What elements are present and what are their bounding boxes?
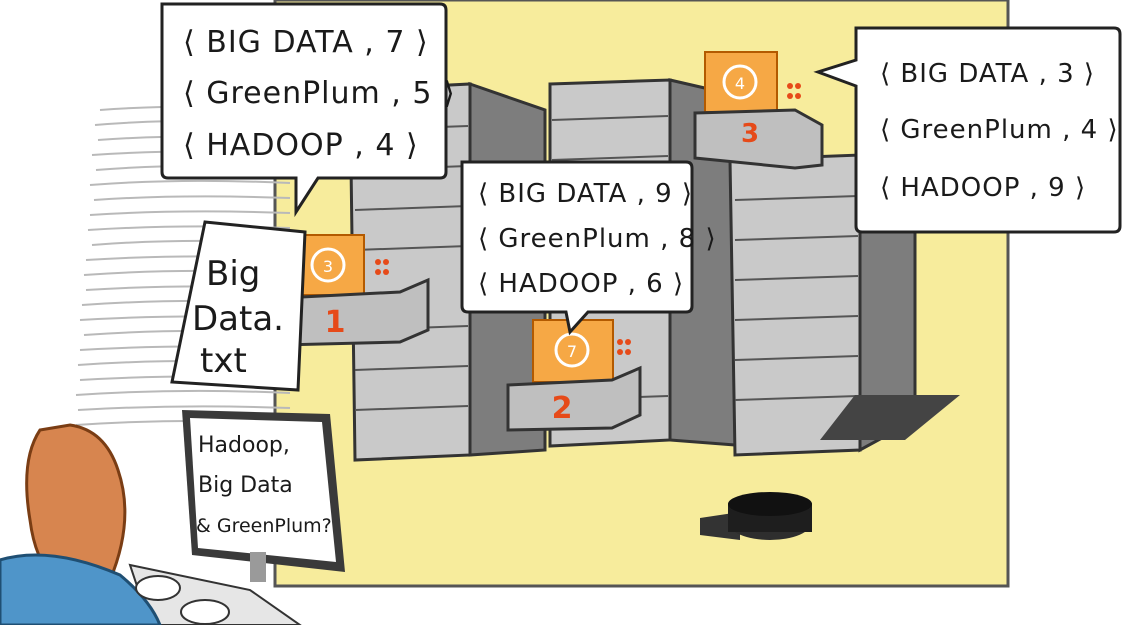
node-2: 7 2: [506, 319, 642, 432]
computer-monitor: Hadoop, Big Data & GreenPlum?: [182, 410, 345, 582]
node-3-cube-mark: 4: [735, 74, 745, 93]
file-note-line-2: Data.: [192, 299, 284, 339]
file-note: Big Data. txt: [170, 220, 307, 392]
person-at-computer: [0, 423, 230, 625]
bubble-center-line-3: ⟨ HADOOP , 6 ⟩: [478, 269, 684, 299]
bubble-left-line-1: ⟨ BIG DATA , 7 ⟩: [183, 25, 429, 60]
file-note-line-3: txt: [200, 341, 247, 381]
bubble-right-line-2: ⟨ GreenPlum , 4 ⟩: [880, 115, 1119, 145]
server-rack-3: [728, 152, 960, 457]
node-2-label: 2: [552, 391, 573, 426]
node-1-label: 1: [325, 305, 346, 340]
bubble-center-line-2: ⟨ GreenPlum , 8 ⟩: [478, 224, 717, 254]
node-2-cube-mark: 7: [567, 342, 577, 361]
bubble-right-line-3: ⟨ HADOOP , 9 ⟩: [880, 173, 1086, 203]
monitor-line-1: Hadoop,: [198, 433, 290, 458]
node-3: 4 3: [693, 51, 824, 170]
bubble-left-line-2: ⟨ GreenPlum , 5 ⟩: [183, 76, 456, 111]
bubble-center-line-1: ⟨ BIG DATA , 9 ⟩: [478, 179, 693, 209]
speech-bubble-right: ⟨ BIG DATA , 3 ⟩ ⟨ GreenPlum , 4 ⟩ ⟨ HAD…: [813, 26, 1122, 234]
floor-device: [700, 492, 812, 540]
monitor-line-3: & GreenPlum?: [196, 515, 332, 537]
file-note-line-1: Big: [206, 254, 260, 294]
node-1-cube-mark: 3: [323, 257, 333, 276]
speech-bubble-center: ⟨ BIG DATA , 9 ⟩ ⟨ GreenPlum , 8 ⟩ ⟨ HAD…: [460, 160, 717, 336]
monitor-line-2: Big Data: [198, 473, 293, 498]
bubble-left-line-3: ⟨ HADOOP , 4 ⟩: [183, 128, 419, 163]
speech-bubble-left: ⟨ BIG DATA , 7 ⟩ ⟨ GreenPlum , 5 ⟩ ⟨ HAD…: [160, 2, 456, 218]
node-3-label: 3: [741, 119, 759, 149]
bubble-right-line-1: ⟨ BIG DATA , 3 ⟩: [880, 59, 1095, 89]
